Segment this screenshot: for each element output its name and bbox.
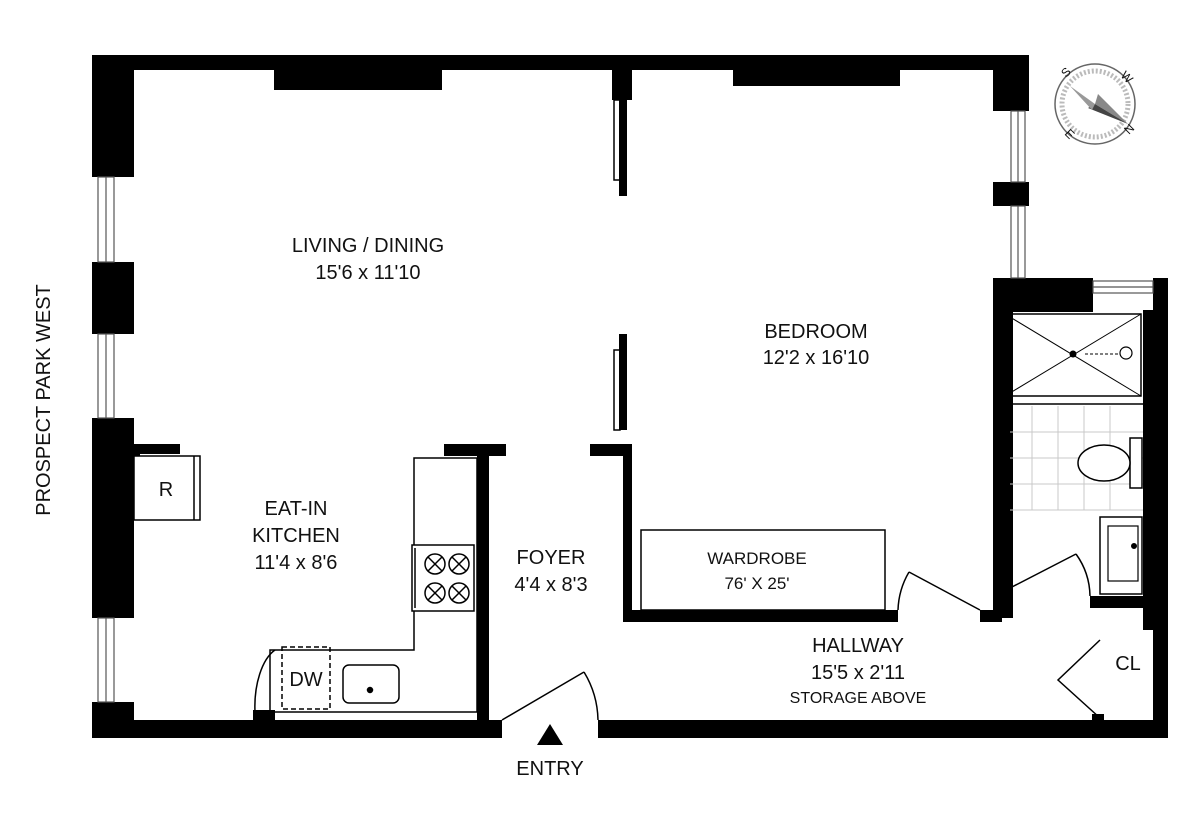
kitchen-name-line2: KITCHEN	[252, 525, 340, 547]
compass-north: N	[1121, 121, 1137, 137]
hallway-name: HALLWAY	[812, 635, 904, 657]
compass-south: S	[1058, 65, 1074, 81]
bathroom	[1004, 313, 1143, 595]
foyer-name: FOYER	[517, 547, 586, 569]
exterior-walls	[92, 55, 1168, 738]
street-label: PROSPECT PARK WEST	[33, 284, 55, 516]
kitchen-name-line1: EAT-IN	[265, 498, 328, 520]
entry-label: ENTRY	[516, 758, 583, 780]
range-burners	[424, 553, 470, 604]
sliding-panels	[613, 99, 621, 431]
closet-label: CL	[1115, 653, 1141, 675]
wardrobe-dims: 76' X 25'	[724, 574, 789, 593]
bedroom-name: BEDROOM	[764, 321, 867, 343]
hallway-dims: 15'5 x 2'11	[811, 662, 905, 684]
kitchen-counters	[133, 455, 478, 713]
compass-icon: N S W E	[1054, 63, 1137, 145]
wardrobe-name: WARDROBE	[707, 549, 807, 568]
doors	[501, 553, 1101, 721]
refrigerator-label: R	[159, 479, 173, 501]
dishwasher-label: DW	[289, 669, 322, 691]
living-room-dims: 15'6 x 11'10	[315, 262, 420, 284]
living-room-name: LIVING / DINING	[292, 235, 444, 257]
bedroom-dims: 12'2 x 16'10	[763, 347, 870, 369]
foyer-dims: 4'4 x 8'3	[514, 574, 587, 596]
wardrobe-outline	[640, 529, 886, 611]
entry-arrow-icon	[537, 724, 563, 745]
windows	[97, 110, 1154, 703]
kitchen-dims: 11'4 x 8'6	[255, 552, 338, 574]
hallway-note: STORAGE ABOVE	[790, 690, 927, 707]
interior-walls	[134, 68, 1153, 722]
